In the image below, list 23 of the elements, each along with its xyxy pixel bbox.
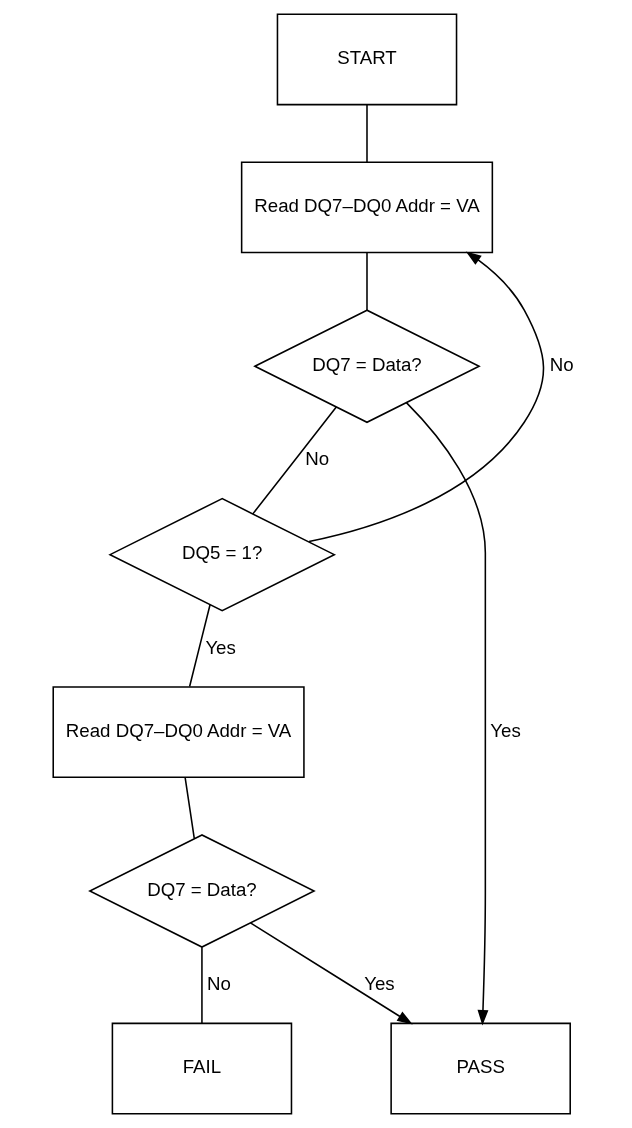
- node-box: Read DQ7–DQ0 Addr = VA: [52, 686, 305, 779]
- node-diamond: DQ7 = Data?: [253, 309, 481, 424]
- node-box: FAIL: [111, 1022, 293, 1115]
- arrow: [308, 251, 545, 543]
- edge-label: No: [305, 448, 330, 470]
- edge-label: Yes: [205, 636, 236, 658]
- node-diamond: DQ7 = Data?: [88, 834, 316, 948]
- connector: [188, 604, 211, 688]
- node-box: Read DQ7–DQ0 Addr = VA: [240, 161, 494, 254]
- node-box: PASS: [390, 1022, 571, 1115]
- arrow: [405, 401, 489, 1026]
- edge-label: No: [207, 973, 231, 995]
- node-diamond: DQ5 = 1?: [108, 497, 337, 612]
- edge-label: Yes: [490, 720, 521, 741]
- connector: [366, 251, 368, 311]
- edge-label: Yes: [364, 973, 395, 995]
- arrow: [249, 922, 413, 1025]
- node-box: START: [276, 13, 458, 106]
- connector: [201, 946, 203, 1024]
- connector: [184, 776, 196, 840]
- connector: [252, 406, 338, 515]
- connector: [366, 104, 368, 163]
- edge-label: No: [549, 354, 574, 376]
